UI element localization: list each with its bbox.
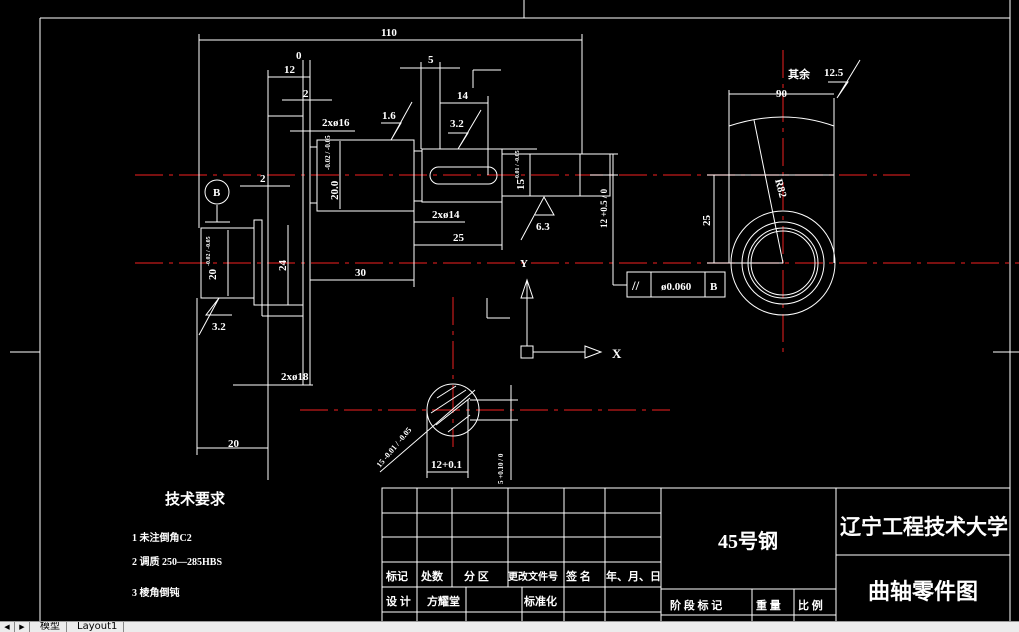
ucs-icon: X Y — [520, 258, 622, 361]
scale-label: 比 例 — [798, 598, 823, 612]
dim-dia-20-left-tol: -0.02 / -0.05 — [206, 236, 212, 266]
tech-requirements-title: 技术要求 — [165, 490, 226, 508]
dim-20: 20 — [228, 438, 240, 450]
stage-mark-label: 阶 段 标 记 — [670, 598, 722, 612]
dim-110: 110 — [381, 27, 397, 39]
ucs-x-label: X — [612, 346, 622, 361]
shaft-geometry — [200, 60, 611, 480]
chamfer-2x18: 2xø18 — [281, 371, 309, 383]
roughness-3-2-left: 3.2 — [212, 321, 226, 333]
datum-b-label: B — [213, 187, 221, 199]
roughness-symbols — [198, 59, 861, 336]
ucs-y-label: Y — [520, 258, 528, 270]
crank-arm-view — [707, 90, 836, 316]
centerlines — [135, 50, 1019, 447]
dim-90: 90 — [776, 88, 788, 100]
designer-name: 方耀堂 — [427, 594, 460, 608]
section-dim-15: 15 -0.01 / -0.05 — [375, 426, 414, 470]
dim-dia-15-tol: -0.01 / -0.05 — [515, 150, 521, 180]
dim-25: 25 — [453, 232, 465, 244]
dim-dia-20: 20.0 — [329, 180, 341, 200]
roughness-1-6: 1.6 — [382, 110, 396, 122]
dim-2-left: 2 — [260, 173, 266, 185]
header-mark: 标记 — [385, 569, 408, 583]
tech-requirement-2: 2 调质 250—285HBS — [132, 555, 222, 568]
geometric-tolerance-frame: // ø0.060 B — [626, 271, 726, 298]
dim-14: 14 — [457, 90, 469, 102]
roughness-6-3: 6.3 — [536, 221, 550, 233]
header-signature: 签 名 — [565, 569, 591, 583]
header-zone: 分 区 — [464, 569, 489, 583]
tech-requirement-1: 1 未注倒角C2 — [132, 531, 192, 544]
tab-model[interactable]: 模型 — [34, 622, 67, 632]
tolerance-value: ø0.060 — [661, 281, 692, 293]
standardization-label: 标准化 — [523, 594, 557, 608]
section-dim-12: 12+0.1 — [431, 459, 462, 471]
dim-12: 12 — [284, 64, 296, 76]
header-count: 处数 — [420, 569, 444, 583]
dim-dia-20-left: 20 — [207, 269, 219, 281]
keyway-section-view — [379, 383, 518, 480]
tech-requirements: 技术要求 1 未注倒角C2 2 调质 250—285HBS 3 棱角倒钝 — [132, 490, 226, 599]
rest-label: 其余 — [788, 67, 811, 81]
drawing-name: 曲轴零件图 — [868, 579, 978, 604]
section-dim-5: 5 +0.10 / 0 — [497, 453, 505, 484]
layout-tab-bar: ◀ ▶ 模型 Layout1 — [0, 621, 1019, 632]
header-change-doc: 更改文件号 — [508, 570, 558, 583]
weight-label: 重 量 — [756, 598, 781, 612]
dim-30: 30 — [355, 267, 367, 279]
dim-radius: R82 — [772, 178, 789, 200]
dim-0: 0 — [296, 50, 302, 62]
dim-5: 5 — [428, 54, 434, 66]
title-block: 45号钢 辽宁工程技术大学 曲轴零件图 标记 处数 分 区 更改文件号 签 名 … — [381, 487, 1011, 623]
roughness-12-5: 12.5 — [824, 67, 844, 79]
dimension-lines — [196, 34, 627, 455]
header-date: 年、月、日 — [606, 569, 661, 583]
dim-dia-15: 15 — [515, 179, 527, 191]
tolerance-symbol: // — [631, 278, 640, 293]
tech-requirement-3: 3 棱角倒钝 — [132, 586, 180, 599]
chamfer-2x14: 2xø14 — [432, 209, 460, 221]
roughness-3-2: 3.2 — [450, 118, 464, 130]
chamfer-2x16: 2xø16 — [322, 117, 350, 129]
design-label: 设 计 — [386, 594, 411, 608]
tab-nav-last-icon[interactable]: ▶ — [15, 622, 30, 632]
drawing-frame — [10, 0, 1019, 621]
dim-2: 2 — [303, 88, 309, 100]
school-name: 辽宁工程技术大学 — [840, 515, 1008, 539]
tolerance-datum: B — [710, 281, 718, 293]
dim-25-right: 25 — [701, 215, 713, 227]
dim-24: 24 — [277, 260, 289, 272]
tab-nav-first-icon[interactable]: ◀ — [0, 622, 15, 632]
dim-dia-20-tol: -0.02 / -0.05 — [324, 135, 332, 170]
dim-12-tol: 12 +0.5 / 0 — [599, 188, 609, 228]
dimension-texts: 110 0 12 2 5 14 1.6 3.2 2xø16 20.0 -0.02… — [206, 27, 844, 484]
tab-layout1[interactable]: Layout1 — [71, 622, 125, 632]
material-label: 45号钢 — [718, 530, 778, 553]
